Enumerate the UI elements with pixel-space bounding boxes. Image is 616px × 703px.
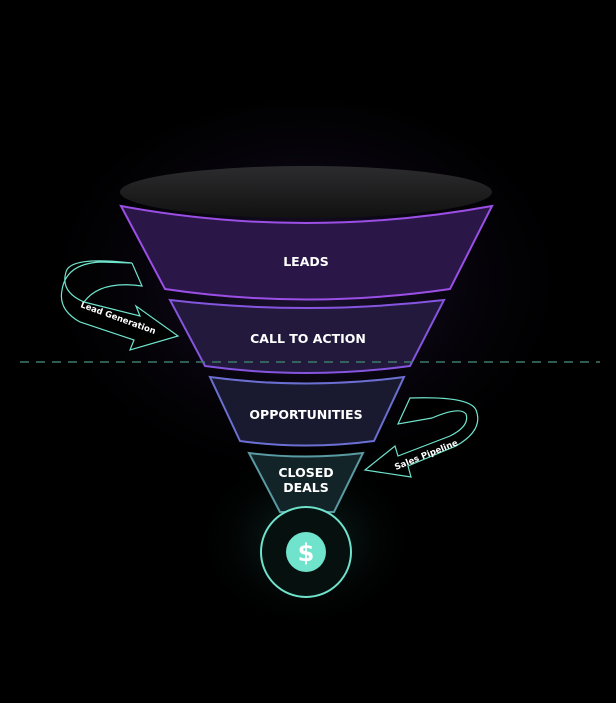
dollar-icon — [286, 532, 326, 572]
stage-label-deals: DEALS — [283, 480, 329, 495]
stage-call-to-action — [168, 298, 446, 374]
stage-opportunities — [208, 375, 406, 447]
dollar-symbol: $ — [298, 539, 315, 567]
stage-closed-deals — [247, 451, 365, 513]
stage-label-closed: CLOSED — [278, 465, 333, 480]
stage-label-cta: CALL TO ACTION — [250, 331, 366, 346]
funnel-rim — [120, 166, 492, 218]
stage-leads — [119, 204, 494, 301]
stage-label-opportunities: OPPORTUNITIES — [249, 407, 362, 422]
stage-label-leads: LEADS — [283, 254, 329, 269]
